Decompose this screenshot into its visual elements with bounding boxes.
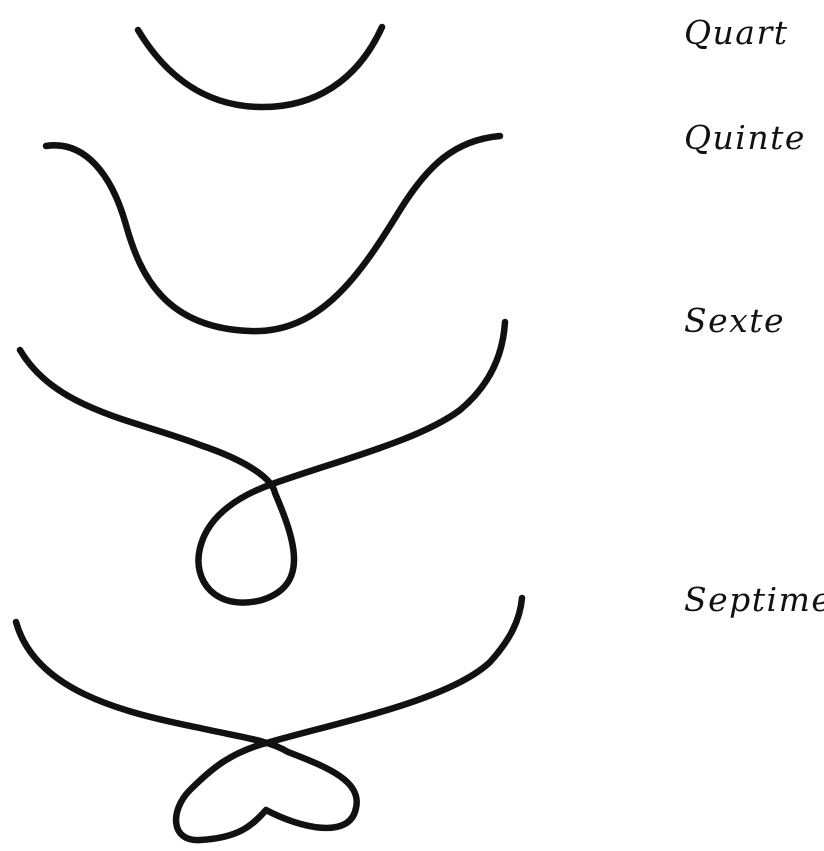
quart-label: Quart: [684, 16, 789, 49]
sexte-curve: [20, 322, 505, 603]
quinte-label: Quinte: [684, 121, 806, 154]
septime-curve: [16, 598, 522, 840]
quart-curve: [138, 27, 382, 107]
sexte-label: Sexte: [684, 304, 785, 337]
septime-label: Septime: [684, 583, 824, 616]
quinte-curve: [46, 136, 500, 331]
